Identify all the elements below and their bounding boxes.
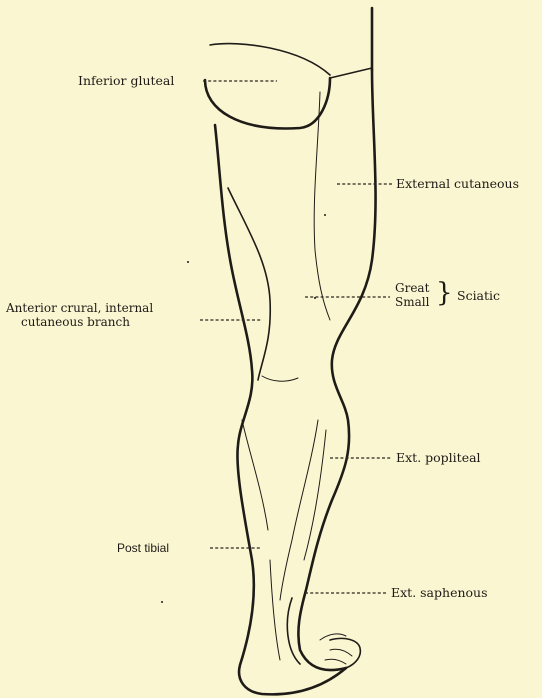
gluteal-fold: [330, 68, 372, 78]
label-anterior-crural-line1: Anterior crural, internal: [6, 301, 153, 315]
sciatic-nerve-line: [314, 92, 330, 320]
label-external-cutaneous: External cutaneous: [396, 177, 519, 191]
buttock-top-outline: [210, 44, 330, 75]
label-sciatic: Sciatic: [457, 289, 500, 303]
calf-nerve-line-2: [304, 430, 326, 560]
label-inferior-gluteal: Inferior gluteal: [78, 74, 174, 88]
medial-calf-line: [242, 420, 268, 530]
label-ext-saphenous: Ext. saphenous: [391, 586, 488, 600]
label-post-tibial: Post tibial: [117, 541, 169, 555]
toe-line-2: [325, 659, 346, 664]
calf-nerve-line: [280, 420, 318, 600]
label-great: Great: [395, 281, 429, 295]
achilles-line: [270, 560, 280, 660]
buttock-outline: [205, 78, 330, 128]
label-ext-popliteal: Ext. popliteal: [396, 451, 481, 465]
label-anterior-crural-line2: cutaneous branch: [21, 315, 130, 329]
speck: [187, 261, 189, 263]
label-small: Small: [395, 295, 429, 309]
sciatic-brace: }: [436, 280, 453, 306]
medial-leg-outline: [215, 125, 346, 694]
popliteal-crease: [262, 376, 298, 381]
lateral-leg-outline: [298, 70, 375, 670]
toe-line-1: [330, 649, 352, 656]
speck: [161, 601, 163, 603]
speck: [324, 214, 326, 216]
